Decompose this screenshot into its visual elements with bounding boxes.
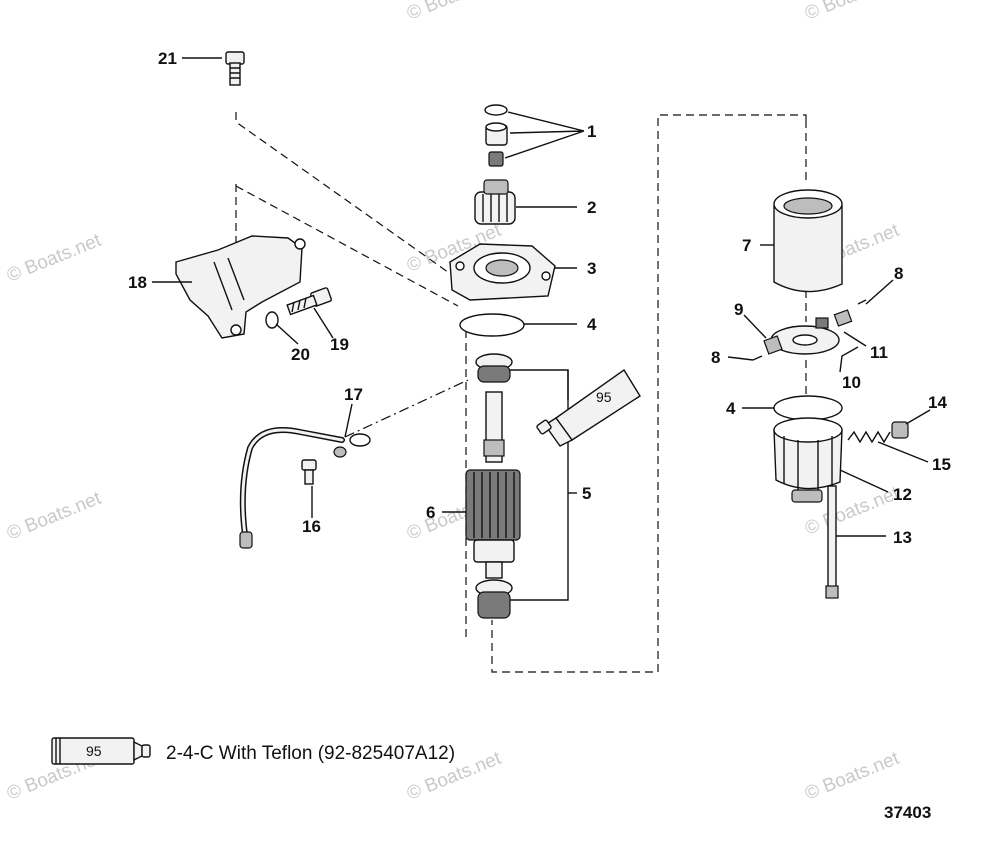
label-8-left: 8 (711, 348, 720, 367)
label-20: 20 (291, 345, 310, 364)
label-11: 11 (870, 343, 888, 362)
label-3: 3 (587, 259, 596, 278)
leader-lines (152, 57, 931, 537)
part-3-end-cap (449, 243, 556, 301)
label-4-right: 4 (726, 399, 736, 418)
label-7: 7 (742, 236, 751, 255)
figure-number: 37403 (884, 803, 931, 822)
label-17: 17 (344, 385, 363, 404)
part-21-screw (225, 51, 245, 86)
watermark-text: © Boats.net (4, 488, 105, 545)
watermark-text: © Boats.net (802, 0, 903, 25)
label-9: 9 (734, 300, 743, 319)
legend-text: 2-4-C With Teflon (92-825407A12) (166, 743, 455, 764)
part-4-o-ring-right (773, 395, 843, 421)
teflon-tube-center: 95 (536, 368, 641, 447)
part-18-bracket (175, 235, 306, 339)
label-15: 15 (932, 455, 951, 474)
label-1: 1 (587, 122, 596, 141)
label-10: 10 (842, 373, 861, 392)
label-5: 5 (582, 484, 591, 503)
label-4-center: 4 (587, 315, 597, 334)
label-19: 19 (330, 335, 349, 354)
label-14: 14 (928, 393, 947, 412)
label-2: 2 (587, 198, 596, 217)
watermark-text: © Boats.net (404, 0, 505, 25)
watermark-layer: © Boats.net © Boats.net © Boats.net © Boats… (4, 0, 903, 805)
part-19-bolt (286, 287, 332, 316)
part-2-pinion (474, 179, 516, 225)
label-21: 21 (158, 49, 177, 68)
label-12: 12 (893, 485, 912, 504)
part-20-washer (265, 311, 279, 329)
legend-tube-label: 95 (86, 743, 102, 759)
part-labels: 21 1 2 3 4 5 6 7 8 9 8 11 10 4 14 15 12 … (128, 49, 951, 547)
label-6: 6 (426, 503, 435, 522)
part-1-retainer-set (484, 104, 508, 167)
watermark-text: © Boats.net (802, 748, 903, 805)
assembly-lines (235, 112, 807, 673)
label-18: 18 (128, 273, 147, 292)
label-16: 16 (302, 517, 321, 536)
label-8-top: 8 (894, 264, 903, 283)
part-5-bushings (475, 353, 569, 619)
part-4-o-ring-center (459, 313, 525, 337)
part-10-brush-plate (752, 299, 867, 361)
tube-label-center: 95 (596, 389, 612, 405)
part-12-end-housing (773, 417, 843, 503)
part-16-screw (301, 446, 347, 485)
part-13-through-bolt (825, 485, 839, 599)
part-17-wire (239, 427, 371, 549)
legend: 95 2-4-C With Teflon (92-825407A12) (51, 737, 455, 765)
watermark-text: © Boats.net (4, 230, 105, 287)
part-7-frame (773, 189, 843, 293)
part-6-armature (465, 391, 521, 579)
part-14-15-brush-spring (847, 421, 909, 444)
label-13: 13 (893, 528, 912, 547)
